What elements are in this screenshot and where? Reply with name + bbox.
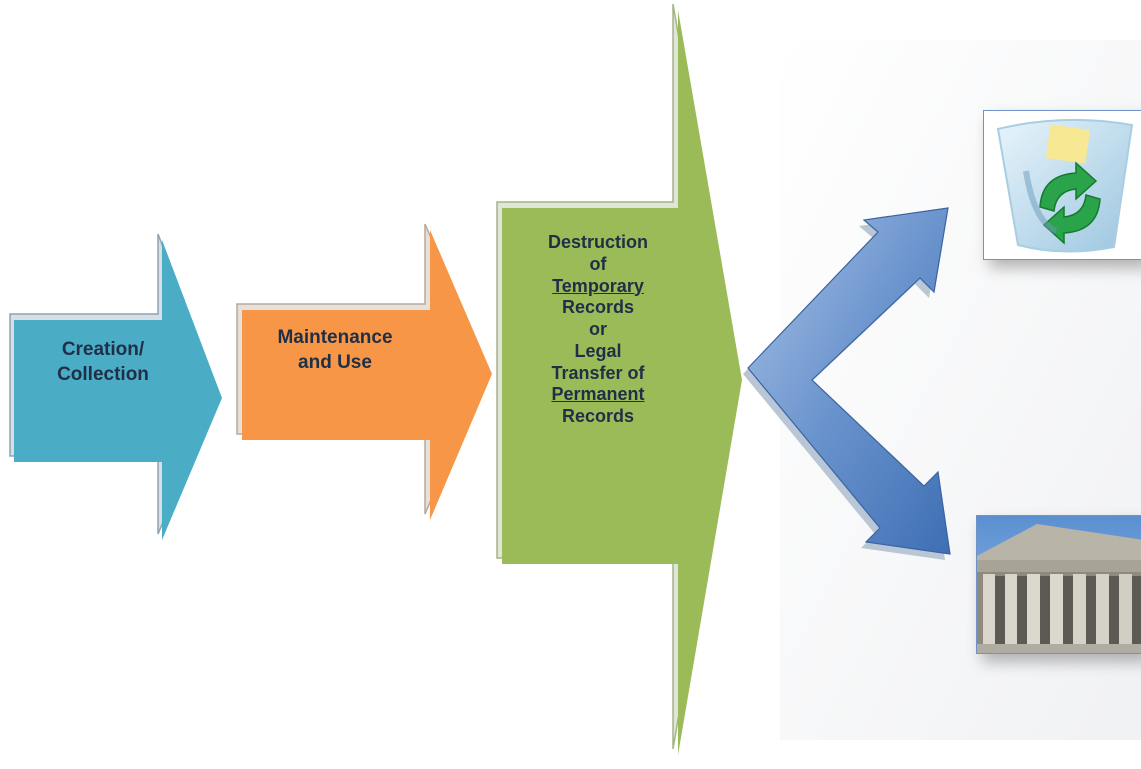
disposition-line-3: Temporary <box>552 275 644 296</box>
step-creation-arrow <box>9 233 222 540</box>
creation-line-2: Collection <box>57 363 149 385</box>
disposition-line-2: of <box>589 253 607 274</box>
step-disposition-arrow <box>496 3 742 755</box>
disposition-line-9: Records <box>561 406 635 427</box>
disposition-line-1: Destruction <box>547 232 648 252</box>
disposition-line-8: Permanent <box>551 384 645 405</box>
recycle-bin-icon <box>984 111 1141 259</box>
creation-line-1: Creation/ <box>61 339 145 360</box>
disposition-line-4: Records <box>561 297 635 318</box>
disposition-line-6: Legal <box>574 340 622 361</box>
step-disposition-label: Destruction of Temporary Records or Lega… <box>506 232 690 428</box>
branch-arrow <box>743 207 951 560</box>
step-creation-label: Creation/ Collection <box>28 338 178 387</box>
archives-building-image <box>976 515 1141 654</box>
maintenance-line-2: and Use <box>298 351 372 373</box>
step-maintenance-label: Maintenance and Use <box>246 326 424 375</box>
disposition-line-5: or <box>589 319 607 340</box>
archives-building-icon <box>977 516 1141 653</box>
recycle-bin-image <box>983 110 1141 260</box>
maintenance-line-1: Maintenance <box>277 327 393 348</box>
step-maintenance-arrow <box>236 223 492 520</box>
disposition-line-7: Transfer of <box>551 362 645 383</box>
